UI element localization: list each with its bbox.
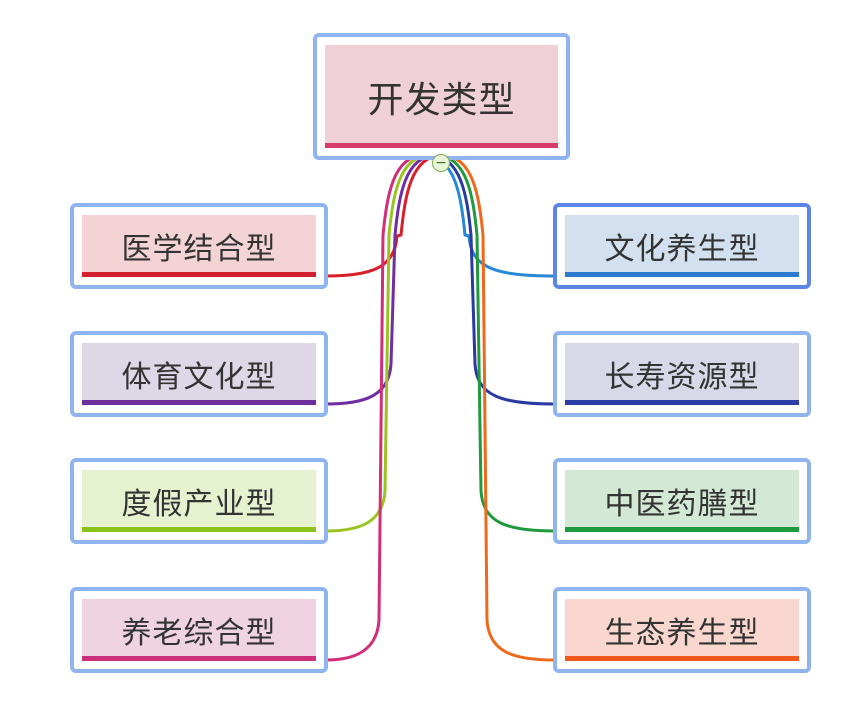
topic-underline (82, 656, 316, 661)
topic-fill: 体育文化型 (82, 343, 316, 405)
topic-right-1[interactable]: 文化养生型 (553, 203, 811, 289)
topic-underline (565, 400, 799, 405)
topic-left-1[interactable]: 医学结合型 (70, 203, 328, 289)
topic-label: 医学结合型 (121, 232, 277, 267)
topic-underline (565, 527, 799, 532)
topic-right-2[interactable]: 长寿资源型 (553, 331, 811, 417)
topic-label: 体育文化型 (121, 360, 277, 395)
topic-underline (565, 656, 799, 661)
topic-fill: 生态养生型 (565, 599, 799, 661)
topic-right-3[interactable]: 中医药膳型 (553, 458, 811, 544)
topic-label: 养老综合型 (121, 616, 277, 651)
link-right-4 (441, 153, 557, 662)
root-topic[interactable]: 开发类型 (313, 33, 570, 160)
link-left-2 (324, 153, 437, 406)
link-left-1 (324, 153, 443, 278)
topic-underline (82, 272, 316, 277)
root-topic-fill: 开发类型 (325, 45, 558, 148)
topic-left-2[interactable]: 体育文化型 (70, 331, 328, 417)
topic-label: 长寿资源型 (604, 360, 760, 395)
topic-label: 中医药膳型 (604, 487, 760, 522)
root-topic-underline (325, 143, 558, 148)
topic-label: 文化养生型 (604, 232, 760, 267)
topic-fill: 度假产业型 (82, 470, 316, 532)
topic-fill: 养老综合型 (82, 599, 316, 661)
topic-label: 生态养生型 (604, 616, 760, 651)
link-left-3 (324, 153, 431, 533)
topic-underline (82, 400, 316, 405)
topic-fill: 长寿资源型 (565, 343, 799, 405)
link-right-2 (429, 153, 557, 406)
root-topic-label: 开发类型 (367, 79, 516, 121)
topic-fill: 文化养生型 (565, 215, 799, 277)
topic-label: 度假产业型 (121, 487, 277, 522)
link-left-4 (324, 153, 425, 662)
topic-underline (565, 272, 799, 277)
link-right-1 (423, 153, 557, 278)
topic-left-4[interactable]: 养老综合型 (70, 587, 328, 673)
link-right-3 (435, 153, 557, 533)
topic-underline (82, 527, 316, 532)
topic-fill: 医学结合型 (82, 215, 316, 277)
topic-right-4[interactable]: 生态养生型 (553, 587, 811, 673)
topic-fill: 中医药膳型 (565, 470, 799, 532)
topic-left-3[interactable]: 度假产业型 (70, 458, 328, 544)
collapse-toggle-icon[interactable]: − (432, 154, 450, 172)
